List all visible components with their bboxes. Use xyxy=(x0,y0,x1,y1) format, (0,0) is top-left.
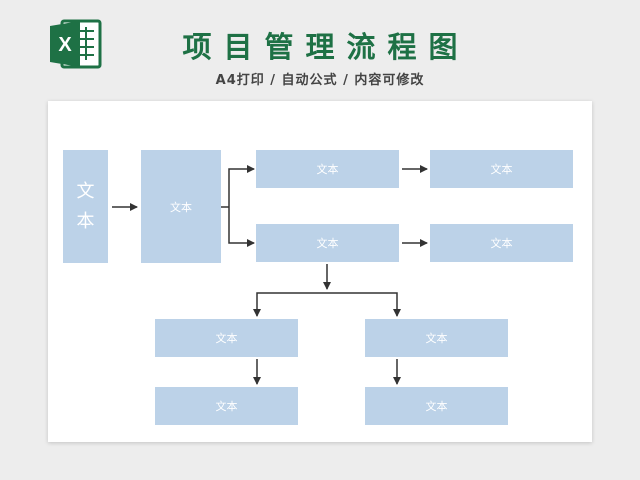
excel-icon: X xyxy=(50,19,102,69)
start-box-char-2: 本 xyxy=(76,210,95,232)
connector-lines xyxy=(112,165,428,385)
page-subtitle: A4打印 / 自动公式 / 内容可修改 xyxy=(215,73,425,88)
lower-branch-box: 文本 xyxy=(256,224,399,262)
left-column-bottom-box: 文本 xyxy=(155,387,298,425)
upper-branch-box: 文本 xyxy=(256,150,399,188)
arrow-main-to-lower xyxy=(228,207,255,247)
right-column-bottom-box: 文本 xyxy=(365,387,508,425)
main-box: 文本 xyxy=(141,150,221,263)
left-column-top-box: 文本 xyxy=(155,319,298,357)
upper-right-box: 文本 xyxy=(430,150,573,188)
arrow-split-right xyxy=(327,292,401,317)
page-title: 项目管理流程图 xyxy=(182,30,470,64)
arrow-split-left xyxy=(253,292,327,317)
header: X 项目管理流程图 A4打印 / 自动公式 / 内容可修改 xyxy=(0,0,640,100)
arrow-main-to-upper xyxy=(228,165,255,207)
start-box: 文 本 xyxy=(63,150,108,263)
lower-right-box: 文本 xyxy=(430,224,573,262)
right-column-top-box: 文本 xyxy=(365,319,508,357)
flowchart-sheet: 文 本 文本 文本 文本 文本 文本 文本 文本 文本 文本 xyxy=(48,101,592,442)
start-box-char-1: 文 xyxy=(76,180,95,202)
excel-logo-letter: X xyxy=(58,34,72,56)
